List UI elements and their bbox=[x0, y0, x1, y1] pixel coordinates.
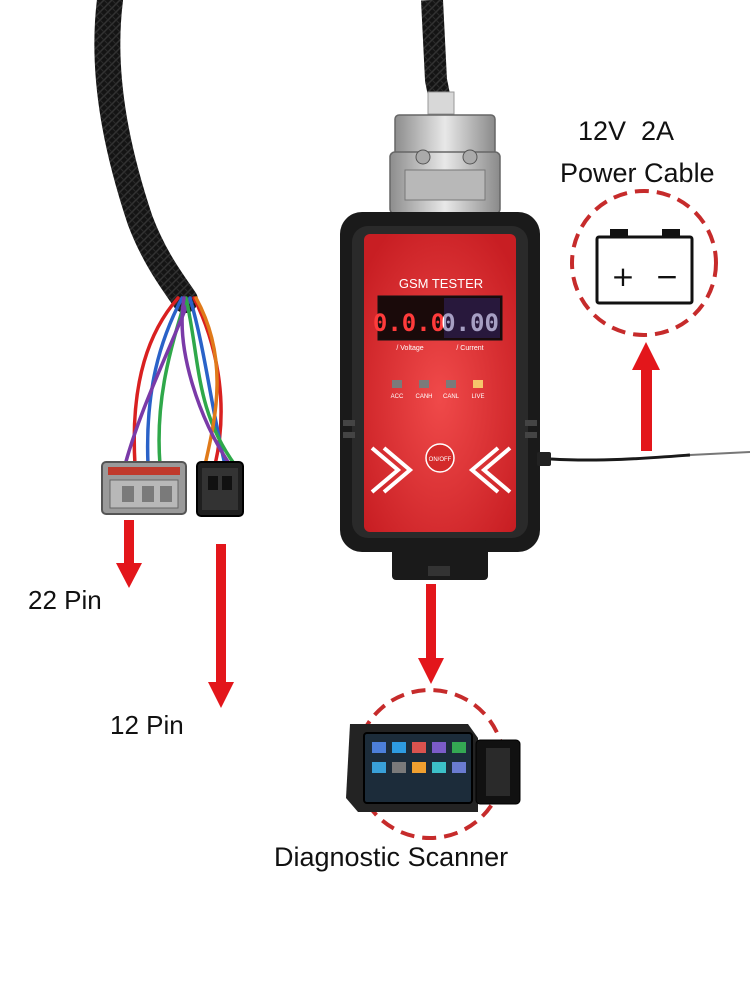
label-power-cable: Power Cable bbox=[560, 158, 715, 188]
top-cable bbox=[421, 0, 455, 115]
gsm-tester-device: GSM TESTER 0.0.0 0.00 / Voltage / Curren… bbox=[340, 212, 540, 580]
indicator-live: LIVE bbox=[471, 394, 484, 400]
battery-circle bbox=[570, 189, 718, 337]
indicator-leds: ACC CANH CANL LIVE bbox=[391, 380, 485, 400]
voltage-label: / Voltage bbox=[396, 345, 423, 352]
label-diagnostic-scanner: Diagnostic Scanner bbox=[274, 842, 509, 872]
arrow-to-power bbox=[632, 342, 660, 451]
label-12-pin: 12 Pin bbox=[110, 710, 184, 740]
arrow-12-pin bbox=[208, 544, 234, 708]
connector-12-pin bbox=[196, 461, 244, 517]
connector-22-pin bbox=[101, 461, 187, 515]
label-power-spec: 12V 2A bbox=[578, 116, 675, 146]
db-connector bbox=[389, 114, 501, 215]
voltage-display: 0.0.0 bbox=[373, 309, 445, 337]
current-label: / Current bbox=[456, 345, 483, 352]
battery-icon: + − bbox=[595, 229, 694, 305]
indicator-canl: CANL bbox=[443, 394, 460, 400]
label-22-pin: 22 Pin bbox=[28, 585, 102, 615]
indicator-canh: CANH bbox=[415, 394, 432, 400]
colored-wires bbox=[123, 296, 237, 467]
scanner-tablet-icon bbox=[346, 724, 521, 812]
battery-minus: − bbox=[655, 260, 678, 293]
left-braided-cable bbox=[94, 0, 198, 313]
power-button-icon: ON/OFF bbox=[425, 443, 455, 473]
power-cable bbox=[537, 451, 750, 466]
battery-plus: + bbox=[611, 260, 634, 293]
indicator-acc: ACC bbox=[391, 394, 404, 400]
chevron-decoration bbox=[370, 446, 512, 494]
arrow-to-scanner bbox=[418, 584, 444, 684]
current-display: 0.00 bbox=[441, 309, 499, 337]
device-title: GSM TESTER bbox=[399, 276, 483, 291]
power-button-label: ON/OFF bbox=[429, 457, 452, 463]
arrow-22-pin bbox=[116, 520, 142, 588]
